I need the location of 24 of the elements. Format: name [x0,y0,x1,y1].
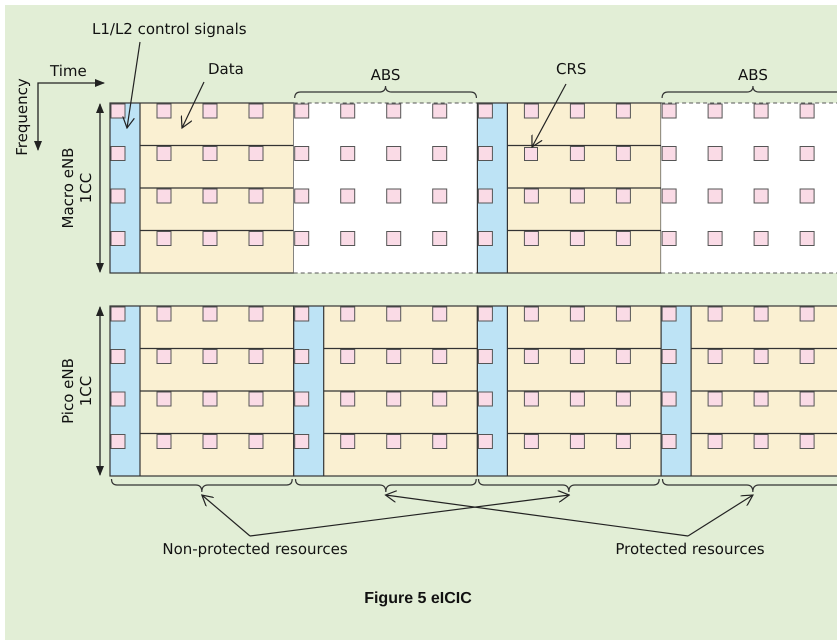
brace [478,479,660,493]
callout-label: CRS [556,60,586,78]
leader-line [384,490,688,537]
row-label: Macro eNB 1CC [59,146,95,230]
brace [294,479,476,493]
callout-label: Non-protected resources [162,540,348,558]
row-label: Pico eNB 1CC [59,357,95,426]
leader-line [122,42,141,129]
leader-line [531,84,567,148]
axis-label: Time [50,62,87,80]
leader-line [201,494,250,536]
callout-label: Protected resources [615,540,765,558]
leader-line [688,494,754,536]
leader-line [250,490,570,537]
reference-signal-square [524,146,538,160]
callout-label: Data [208,60,244,78]
callout-label: L1/L2 control signals [92,20,247,38]
region-label: ABS [370,66,400,84]
figure-caption: Figure 5 eICIC [364,590,472,608]
axis-label: Frequency [13,77,31,158]
brace [662,479,837,493]
region-label: ABS [738,66,768,84]
leader-line [180,82,205,129]
brace [111,479,293,493]
